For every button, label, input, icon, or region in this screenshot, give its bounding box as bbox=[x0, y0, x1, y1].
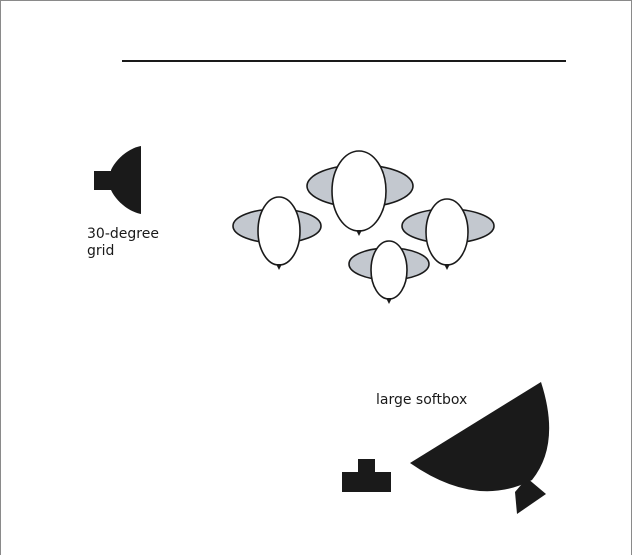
camera-icon bbox=[342, 459, 391, 492]
grid-light-label-line1: 30-degree bbox=[87, 226, 159, 242]
softbox-label: large softbox bbox=[376, 392, 468, 408]
softbox-light-icon bbox=[410, 382, 550, 514]
grid-light-icon bbox=[94, 146, 141, 214]
grid-light-label-line2: grid bbox=[87, 243, 115, 259]
grid-light-label: 30-degree grid bbox=[87, 226, 159, 260]
subject-person-icon bbox=[348, 240, 430, 304]
subject-person-icon bbox=[306, 150, 414, 236]
subject-person-icon bbox=[401, 198, 495, 270]
subject-person-icon bbox=[232, 196, 322, 270]
